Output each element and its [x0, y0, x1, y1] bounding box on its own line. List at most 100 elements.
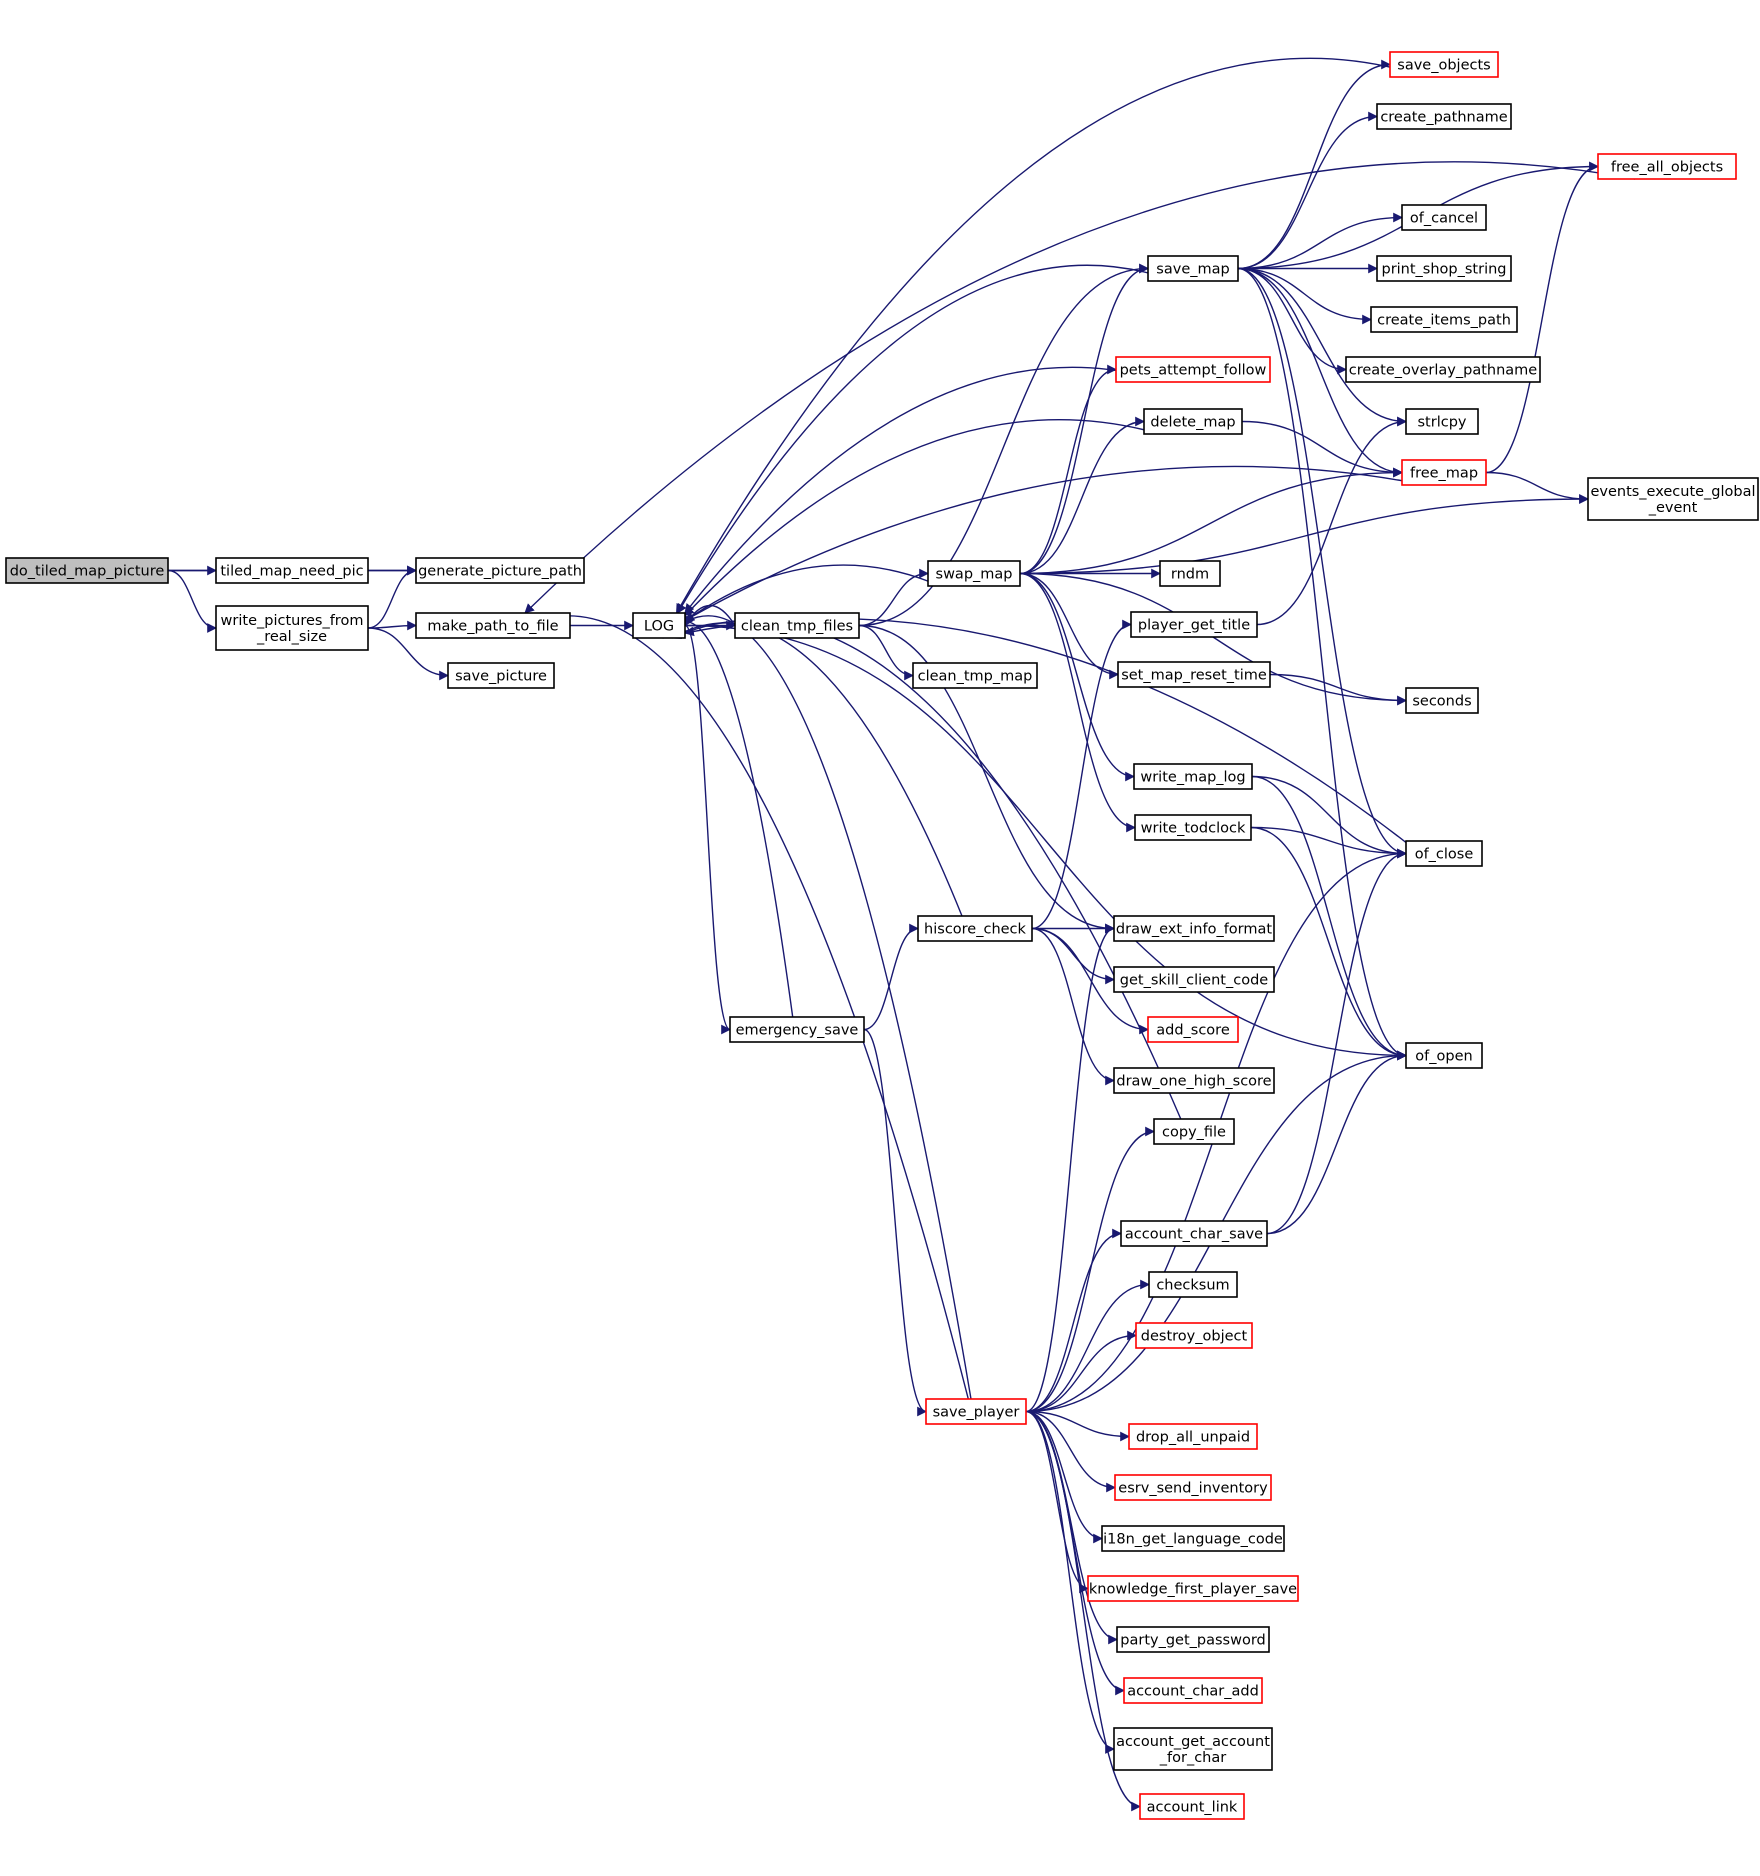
- node-pets-attempt-follow[interactable]: pets_attempt_follow: [1115, 356, 1271, 383]
- node-label: LOG: [644, 619, 674, 635]
- node-swap-map[interactable]: swap_map: [927, 560, 1021, 587]
- node-set-map-reset-time[interactable]: set_map_reset_time: [1117, 661, 1271, 688]
- node-print-shop-string[interactable]: print_shop_string: [1376, 255, 1512, 282]
- node-i18n-get-language-code[interactable]: i18n_get_language_code: [1101, 1525, 1285, 1552]
- node-label: seconds: [1412, 694, 1471, 710]
- node-write-todclock[interactable]: write_todclock: [1134, 814, 1252, 841]
- node-party-get-password[interactable]: party_get_password: [1116, 1626, 1270, 1653]
- edge-clean_tmp_files-to-draw_ext_info_format: [858, 624, 1115, 934]
- node-draw-ext-info-format[interactable]: draw_ext_info_format: [1113, 915, 1275, 942]
- node-tiled-map-need-pic[interactable]: tiled_map_need_pic: [215, 557, 369, 584]
- edge-save_map-to-of_cancel: [1237, 212, 1403, 270]
- node-account-get-account-for-char[interactable]: account_get_account_for_char: [1113, 1727, 1273, 1771]
- node-label: make_path_to_file: [427, 619, 558, 635]
- node-box: [1133, 763, 1253, 790]
- node-label: save_player: [933, 1405, 1020, 1421]
- node-save-player[interactable]: save_player: [925, 1398, 1027, 1425]
- node-write-pictures-from-real-size[interactable]: write_pictures_from_real_size: [215, 605, 369, 651]
- node-create-pathname[interactable]: create_pathname: [1376, 103, 1512, 130]
- node-label: destroy_object: [1141, 1329, 1248, 1345]
- node-draw-one-high-score[interactable]: draw_one_high_score: [1113, 1067, 1275, 1094]
- node-box: [1148, 1271, 1238, 1298]
- node-events-execute-global-event[interactable]: events_execute_global_event: [1587, 477, 1759, 521]
- node-box: [1147, 255, 1239, 282]
- node-label: get_skill_client_code: [1120, 973, 1268, 989]
- node-account-char-save[interactable]: account_char_save: [1120, 1220, 1268, 1247]
- node-save-objects[interactable]: save_objects: [1389, 51, 1499, 78]
- edges-layer: [167, 57, 1636, 1812]
- node-player-get-title[interactable]: player_get_title: [1130, 611, 1258, 638]
- node-save-picture[interactable]: save_picture: [447, 662, 555, 689]
- node-label: delete_map: [1150, 415, 1235, 431]
- node-of-cancel[interactable]: of_cancel: [1401, 204, 1487, 231]
- node-hiscore-check[interactable]: hiscore_check: [917, 915, 1033, 942]
- node-create-overlay-pathname[interactable]: create_overlay_pathname: [1345, 356, 1541, 383]
- node-box: [215, 557, 369, 584]
- node-esrv-send-inventory[interactable]: esrv_send_inventory: [1114, 1474, 1272, 1501]
- node-clean-tmp-files[interactable]: clean_tmp_files: [734, 612, 860, 639]
- node-box: [1405, 1042, 1483, 1069]
- edge-swap_map-to-write_map_log: [1019, 572, 1135, 782]
- node-of-open[interactable]: of_open: [1405, 1042, 1483, 1069]
- node-box: [1389, 51, 1499, 78]
- edge-save_map-to-of_open: [1237, 267, 1407, 1061]
- node-strlcpy[interactable]: strlcpy: [1405, 408, 1479, 435]
- node-clean-tmp-map[interactable]: clean_tmp_map: [912, 662, 1038, 689]
- node-save-map[interactable]: save_map: [1147, 255, 1239, 282]
- node-box: [1123, 1677, 1263, 1704]
- node-label: party_get_password: [1120, 1633, 1265, 1649]
- node-label: _for_char: [1159, 1750, 1226, 1766]
- edge-delete_map-to-free_map: [1241, 420, 1403, 478]
- node-drop-all-unpaid[interactable]: drop_all_unpaid: [1128, 1423, 1258, 1450]
- node-label: events_execute_global: [1590, 484, 1755, 500]
- node-label: pets_attempt_follow: [1120, 363, 1267, 379]
- edge-LOG-to-emergency_save: [684, 624, 731, 1035]
- node-box: [1401, 459, 1487, 486]
- node-checksum[interactable]: checksum: [1148, 1271, 1238, 1298]
- node-delete-map[interactable]: delete_map: [1143, 408, 1243, 435]
- node-box: [1116, 1626, 1270, 1653]
- node-seconds[interactable]: seconds: [1405, 687, 1479, 714]
- node-label: tiled_map_need_pic: [220, 564, 363, 580]
- node-rndm[interactable]: rndm: [1159, 560, 1221, 587]
- edge-save_player-to-account_link: [1025, 1410, 1141, 1812]
- node-copy-file[interactable]: copy_file: [1153, 1118, 1235, 1145]
- edge-save_map-to-free_map: [1237, 267, 1403, 478]
- edge-save_map-to-create_pathname: [1237, 111, 1378, 270]
- node-destroy-object[interactable]: destroy_object: [1135, 1322, 1253, 1349]
- node-box: [1376, 255, 1512, 282]
- node-box: [1115, 356, 1271, 383]
- node-account-char-add[interactable]: account_char_add: [1123, 1677, 1263, 1704]
- node-add-score[interactable]: add_score: [1147, 1016, 1239, 1043]
- node-free-map[interactable]: free_map: [1401, 459, 1487, 486]
- node-box: [1128, 1423, 1258, 1450]
- node-emergency-save[interactable]: emergency_save: [729, 1016, 865, 1043]
- node-label: _event: [1648, 500, 1698, 516]
- node-label: create_overlay_pathname: [1349, 363, 1538, 379]
- node-box: [1376, 103, 1512, 130]
- node-label: save_objects: [1397, 58, 1490, 74]
- node-generate-picture-path[interactable]: generate_picture_path: [415, 557, 585, 584]
- node-get-skill-client-code[interactable]: get_skill_client_code: [1113, 966, 1275, 993]
- node-label: account_get_account: [1116, 1734, 1270, 1750]
- edge-save_player-to-make_path_to_file: [499, 615, 969, 1400]
- node-box: [927, 560, 1021, 587]
- edge-save_player-to-copy_file: [1025, 1126, 1155, 1413]
- node-box: [1113, 915, 1275, 942]
- edge-clean_tmp_files-to-swap_map: [858, 568, 929, 627]
- node-box: [1597, 153, 1737, 180]
- node-box: [925, 1398, 1027, 1425]
- node-of-close[interactable]: of_close: [1405, 840, 1483, 867]
- node-account-link[interactable]: account_link: [1139, 1793, 1245, 1820]
- node-write-map-log[interactable]: write_map_log: [1133, 763, 1253, 790]
- node-create-items-path[interactable]: create_items_path: [1370, 306, 1518, 333]
- edge-save_map-to-create_overlay_pathname: [1237, 267, 1347, 375]
- node-LOG[interactable]: LOG: [632, 612, 686, 639]
- node-free-all-objects[interactable]: free_all_objects: [1597, 153, 1737, 180]
- node-label: create_items_path: [1377, 313, 1511, 329]
- node-make-path-to-file[interactable]: make_path_to_file: [415, 612, 571, 639]
- node-knowledge-first-player-save[interactable]: knowledge_first_player_save: [1087, 1575, 1299, 1602]
- node-do-tiled-map-picture[interactable]: do_tiled_map_picture: [5, 557, 169, 584]
